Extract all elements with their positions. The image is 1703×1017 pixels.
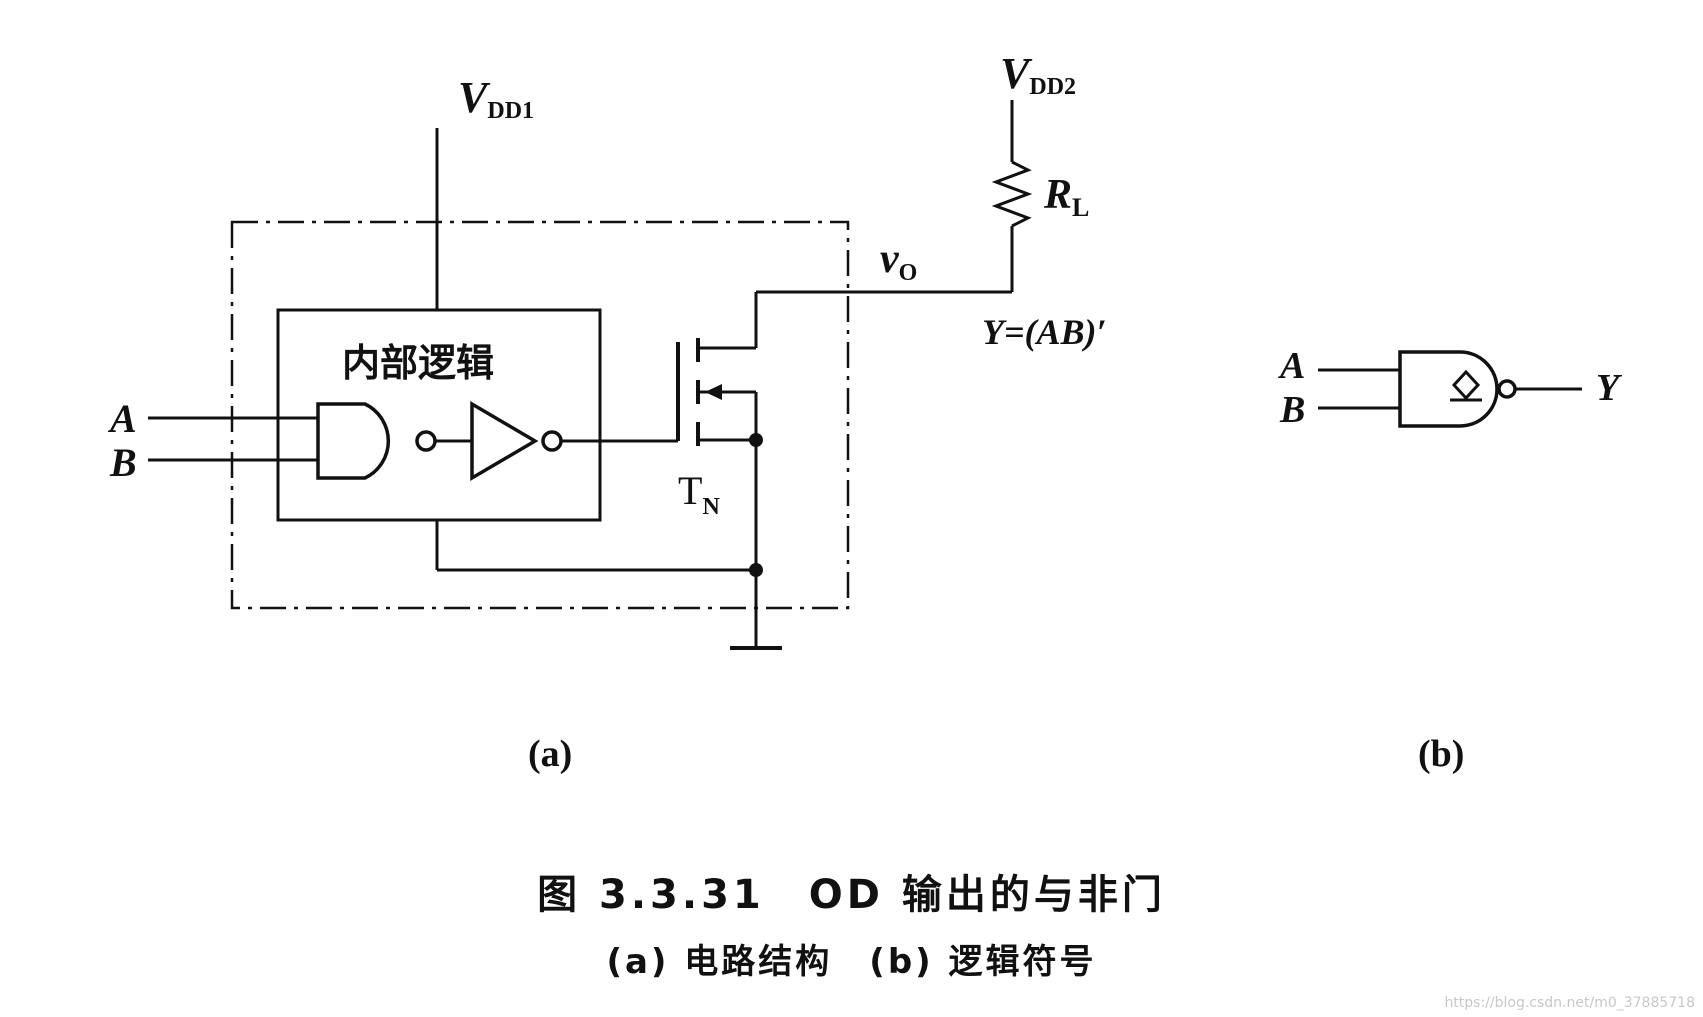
symbol-a-label: A bbox=[1278, 345, 1305, 387]
figure-caption: 图 3.3.31 OD 输出的与非门 bbox=[537, 872, 1166, 918]
load-resistor bbox=[991, 160, 1033, 228]
rl-label: RL bbox=[1043, 172, 1089, 222]
input-b-label: B bbox=[109, 440, 137, 485]
figure-subcaption: (a) 电路结构 (b) 逻辑符号 bbox=[606, 942, 1097, 982]
nand-bubble bbox=[415, 430, 437, 452]
symbol-b-label: B bbox=[1279, 389, 1305, 431]
output-expression: Y=(AB)′ bbox=[982, 312, 1107, 352]
internal-logic-block bbox=[276, 308, 602, 522]
ground-junction-dot bbox=[749, 563, 763, 577]
vdd1-label: VDD1 bbox=[458, 73, 534, 124]
panel-b-label: (b) bbox=[1418, 733, 1464, 775]
panel-a-label: (a) bbox=[528, 733, 572, 775]
nand-gate bbox=[316, 402, 391, 480]
symbol-nand-bubble bbox=[1497, 379, 1517, 399]
mosfet-body-arrow bbox=[705, 384, 722, 400]
symbol-y-label: Y bbox=[1596, 367, 1623, 409]
symbol-nand-gate bbox=[1398, 350, 1499, 428]
open-drain-diamond-icon bbox=[1451, 369, 1481, 401]
source-junction-dot bbox=[749, 433, 763, 447]
vo-label: vO bbox=[880, 236, 917, 286]
input-a-label: A bbox=[107, 396, 137, 441]
watermark: https://blog.csdn.net/m0_37885718 bbox=[1444, 995, 1695, 1011]
inverter-gate bbox=[470, 400, 539, 482]
tn-label: TN bbox=[678, 468, 720, 520]
vdd2-label: VDD2 bbox=[1000, 49, 1076, 100]
inverter-bubble bbox=[541, 430, 563, 452]
internal-logic-label: 内部逻辑 bbox=[342, 343, 494, 385]
chip-boundary bbox=[230, 220, 850, 610]
